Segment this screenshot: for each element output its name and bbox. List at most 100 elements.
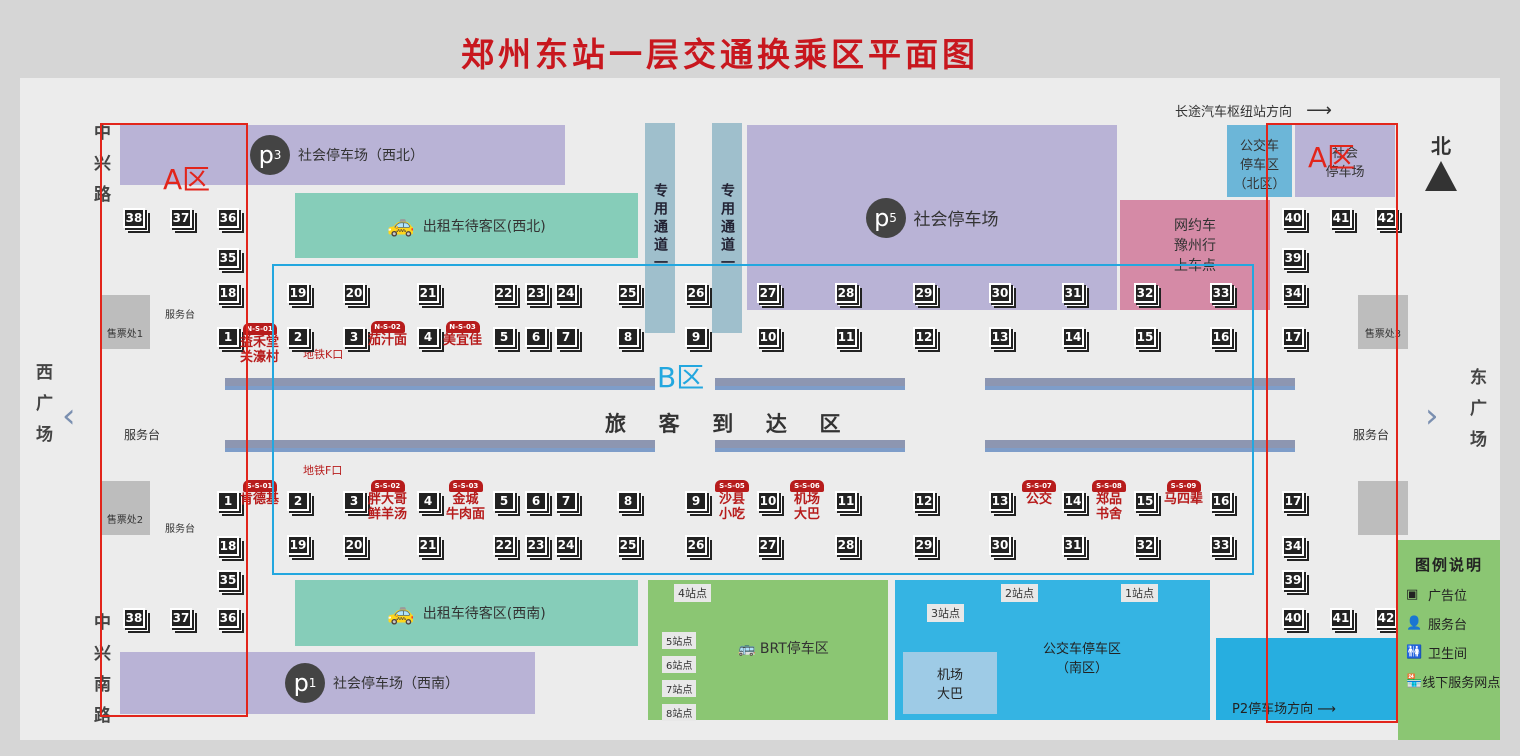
- shop-code: S-S-06: [790, 480, 824, 492]
- rail-south-west: [225, 440, 655, 452]
- north-label: 北: [1431, 134, 1451, 158]
- gate-39: 39: [1282, 248, 1304, 268]
- brt-station-5: 8站点: [662, 704, 697, 721]
- parking-p2-label: 社会 停车场: [1325, 146, 1365, 180]
- zone-b-box: [272, 264, 1254, 575]
- gate-6: 6: [525, 491, 547, 511]
- gate-16: 16: [1210, 491, 1232, 511]
- parking-p3-label: 社会停车场（西北）: [298, 148, 424, 164]
- gate-37: 37: [170, 208, 192, 228]
- shop-name: 郑品 书舍: [1095, 492, 1122, 522]
- gate-9: 9: [685, 491, 707, 511]
- gate-10: 10: [757, 327, 779, 347]
- rail-south-east: [985, 440, 1295, 452]
- gate-10: 10: [757, 491, 779, 511]
- gate-30: 30: [989, 535, 1011, 555]
- gate-34: 34: [1282, 536, 1304, 556]
- gate-17: 17: [1282, 491, 1304, 511]
- restroom-icon: 🚻: [1406, 645, 1423, 660]
- gate-5: 5: [493, 327, 515, 347]
- gate-25: 25: [617, 283, 639, 303]
- arrow-right-icon: ⟶: [1306, 100, 1332, 121]
- rail-south-mid: [715, 440, 905, 452]
- shop-code: N-S-02: [370, 321, 405, 333]
- east-arrow-icon: ›: [1425, 396, 1439, 436]
- taxi-southwest-label: 出租车待客区(西南): [422, 606, 546, 622]
- gate-19: 19: [287, 535, 309, 555]
- gate-22: 22: [493, 283, 515, 303]
- shop-name: 美宜佳: [443, 333, 483, 348]
- gate-5: 5: [493, 491, 515, 511]
- gate-31: 31: [1062, 283, 1084, 303]
- gate-6: 6: [525, 327, 547, 347]
- zone-a-left-label: A区: [163, 163, 211, 196]
- arrival-area-label: 旅 客 到 达 区: [605, 412, 847, 436]
- ad-icon: ▣: [1406, 587, 1419, 602]
- rail-north-east: [985, 378, 1295, 390]
- east-square-label: 东广场: [1466, 368, 1486, 461]
- gate-8: 8: [617, 491, 639, 511]
- shop-code: N-S-01: [242, 323, 277, 335]
- gate-15: 15: [1134, 491, 1156, 511]
- gate-2: 2: [287, 327, 309, 347]
- west-square-label: 西广场: [32, 363, 52, 456]
- brt-station-4: 7站点: [662, 680, 697, 697]
- gate-7: 7: [555, 491, 577, 511]
- taxi-southwest: 🚕 出租车待客区(西南): [295, 580, 638, 646]
- gate-12: 12: [913, 327, 935, 347]
- gate-8: 8: [617, 327, 639, 347]
- shop-name: 沙县 小吃: [718, 492, 745, 522]
- long-distance-direction: 长途汽车枢纽站方向 ⟶: [1175, 100, 1332, 121]
- service-desk-east: 服务台: [1353, 428, 1390, 442]
- gate-37: 37: [170, 608, 192, 628]
- gate-33: 33: [1210, 535, 1232, 555]
- zone-a-left-box: [100, 123, 248, 717]
- metro-f-exit: 地铁F口: [303, 464, 343, 477]
- ticket-office-2: 售票处2: [100, 481, 150, 535]
- gate-32: 32: [1134, 535, 1156, 555]
- legend-label: 线下服务网点: [1422, 676, 1501, 691]
- service-desk-icon: 👤: [1406, 616, 1423, 631]
- legend-label: 广告位: [1428, 589, 1468, 604]
- legend-items: ▣广告位👤服务台🚻卫生间🏪线下服务网点: [1406, 585, 1500, 691]
- rail-north-mid: [715, 378, 905, 390]
- p2-lot-south: P2停车场方向 ⟶: [1216, 638, 1396, 720]
- long-distance-label: 长途汽车枢纽站方向: [1175, 105, 1293, 120]
- gate-12: 12: [913, 491, 935, 511]
- gate-18: 18: [217, 283, 239, 303]
- legend-label: 服务台: [1428, 618, 1468, 633]
- gate-40: 40: [1282, 208, 1304, 228]
- gate-36: 36: [217, 608, 239, 628]
- gate-21: 21: [417, 283, 439, 303]
- west-arrow-icon: ‹: [62, 396, 76, 436]
- gate-26: 26: [685, 283, 707, 303]
- shop-name: 马四辈: [1164, 492, 1204, 507]
- gate-32: 32: [1134, 283, 1156, 303]
- gate-24: 24: [555, 283, 577, 303]
- shop-code: S-S-03: [448, 480, 483, 492]
- legend-item: ▣ 广告位: [1406, 585, 1492, 604]
- legend-item: 👤 服务台: [1406, 614, 1492, 633]
- parking-p2: 社会 停车场: [1295, 125, 1395, 197]
- gate-2: 2: [287, 491, 309, 511]
- taxi-northwest: 🚕 出租车待客区(西北): [295, 193, 638, 258]
- bus-station-1: 3站点: [927, 604, 964, 622]
- gate-11: 11: [835, 491, 857, 511]
- bus-station-3: 1站点: [1121, 584, 1158, 602]
- gate-33: 33: [1210, 283, 1232, 303]
- shop-name: 胖大哥 鲜羊汤: [368, 492, 408, 522]
